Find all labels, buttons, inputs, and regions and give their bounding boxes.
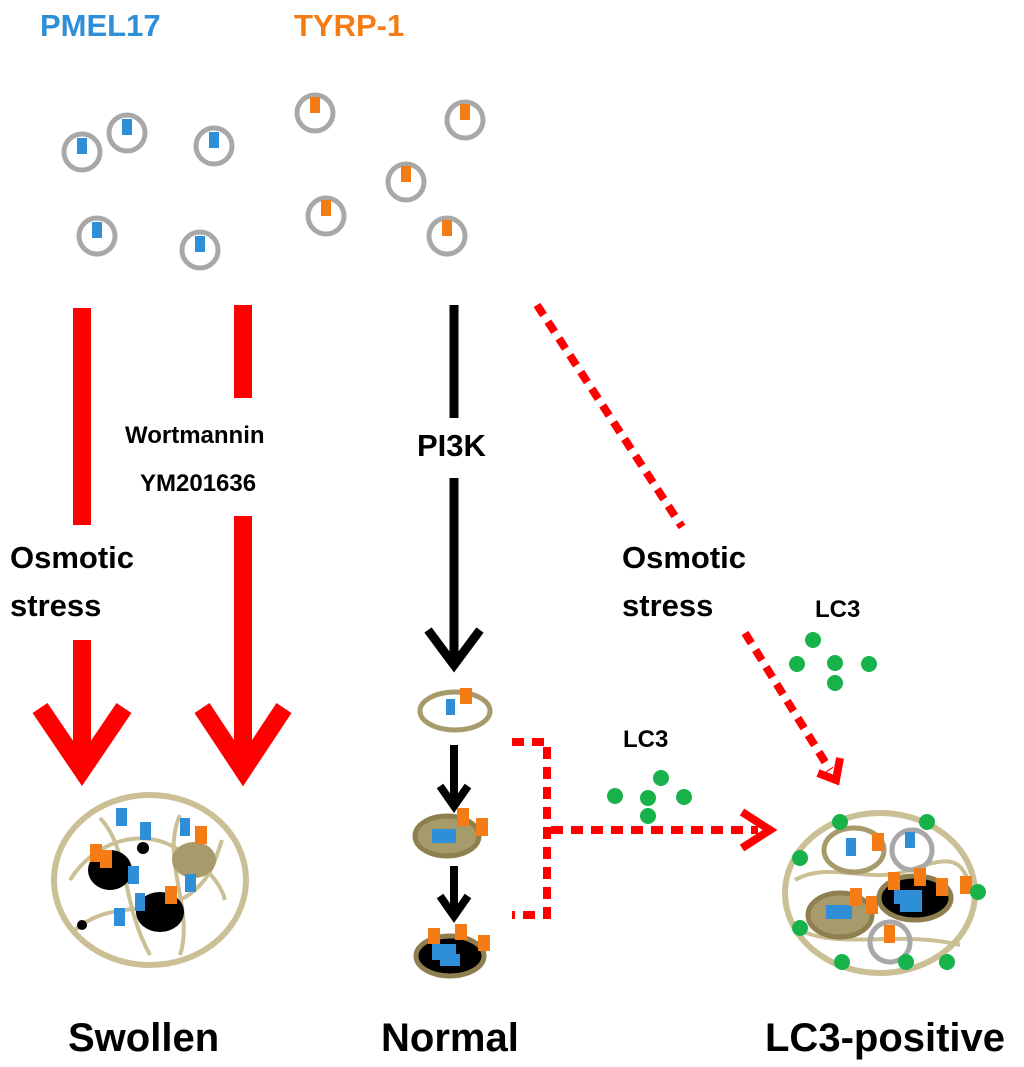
stress-label-left: stress [10,588,102,623]
stress-label-right: stress [622,588,714,623]
swollen-label: Swollen [68,1016,220,1060]
horizontal-arrow-head [739,808,778,852]
lc3-positive-label: LC3-positive [765,1016,1006,1060]
lc3-label-mid: LC3 [623,726,669,753]
normal-label: Normal [381,1016,519,1060]
swollen-organelle [51,792,249,968]
pmel17-vesicles [64,115,232,268]
ym201636-label: YM201636 [140,470,257,497]
pi3k-label: PI3K [417,428,486,463]
inhibitor-arrow [194,305,292,787]
dotted-arrow-diagonal-head [816,757,844,786]
dotted-arrow-diagonal [533,302,834,773]
dotted-bracket-arrow [512,738,758,919]
lc3-dots-mid [607,770,692,824]
lc3-label-top: LC3 [815,596,861,623]
pmel17-label: PMEL17 [40,8,161,43]
osmotic-stress-arrow-left [32,308,132,787]
lc3-dots-on-organelle [792,814,986,970]
osmotic-label-left: Osmotic [10,540,135,575]
wortmannin-label: Wortmannin [125,422,265,449]
lc3-positive-organelle [782,810,978,976]
tyrp1-vesicles [297,95,483,254]
lc3-dots-top [789,632,877,691]
tyrp1-label: TYRP-1 [294,8,405,43]
osmotic-label-right: Osmotic [622,540,747,575]
normal-organelles [412,688,493,979]
pi3k-arrow [424,305,484,673]
